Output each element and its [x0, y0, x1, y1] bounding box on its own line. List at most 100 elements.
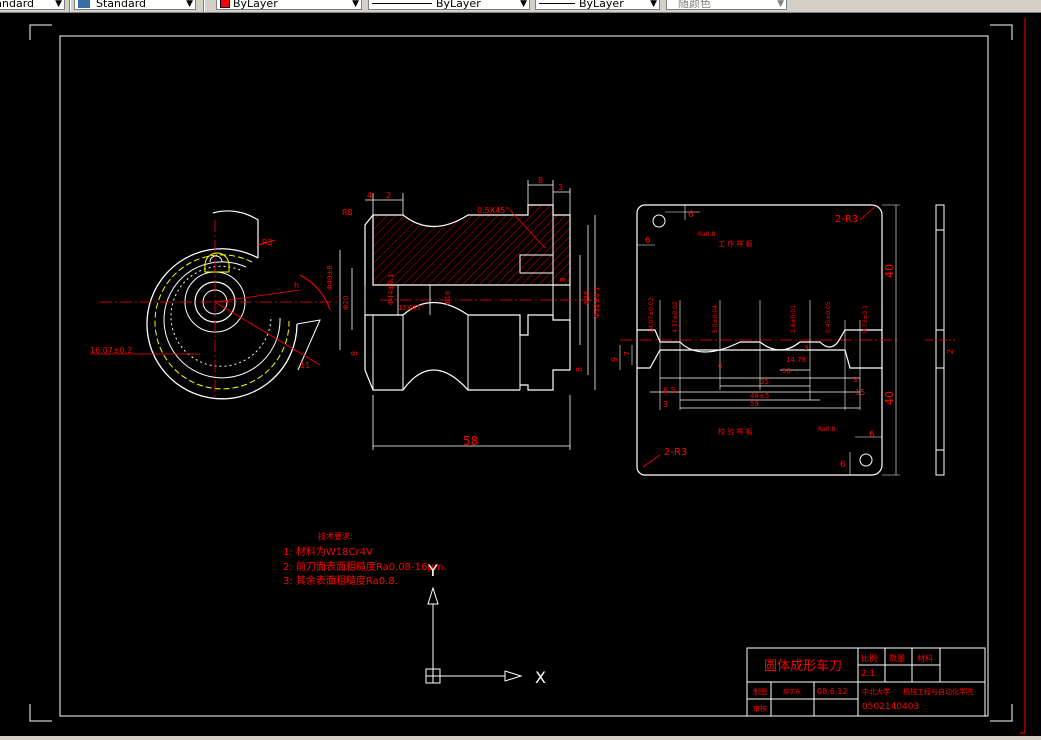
template-dim-6e: 6: [718, 362, 723, 370]
cad-drawing: 16.07±0.2 R3 11 h: [0, 13, 1041, 740]
textstyle-dropdown[interactable]: Standard ▼: [0, 0, 65, 10]
lineweight-preview-icon: [539, 3, 575, 4]
lineweight-dropdown-value: ByLayer: [579, 0, 624, 10]
sheet-frame: [29, 18, 1026, 734]
ucs-icon: [425, 586, 523, 684]
properties-toolbar: Standard ▼ Standard ▼ ByLayer ▼ ByLayer ▼ By…: [0, 0, 1041, 13]
template-check-label: 校 验 样 板: [718, 427, 753, 436]
template-dim-6b: 6: [645, 236, 651, 246]
linetype-dropdown[interactable]: ByLayer ▼: [368, 0, 530, 10]
plotstyle-dropdown[interactable]: 随颜色 ▼: [666, 0, 787, 10]
front-view-phi32: Φ32±0.1: [593, 287, 601, 318]
template-view: [619, 204, 955, 476]
template-work-label: 工 作 样 板: [718, 239, 753, 248]
front-view-r8: R8: [342, 208, 353, 217]
linetype-dropdown-value: ByLayer: [436, 0, 481, 10]
title-qty-label: 数量: [889, 653, 905, 663]
textstyle-dropdown-value: Standard: [0, 0, 35, 10]
tech-req-title: 技术要求:: [318, 531, 353, 541]
left-view-r3-dim: R3: [262, 238, 273, 247]
template-v3: 5.0±0.04: [712, 305, 719, 333]
title-scale-value: 2:1: [861, 669, 875, 679]
color-dropdown[interactable]: ByLayer ▼: [216, 0, 362, 10]
chevron-down-icon: ▼: [55, 0, 62, 9]
template-r3-top: 2-R3: [835, 214, 858, 225]
template-dim-14-78: 14.78: [786, 356, 806, 364]
left-view-diameter-dim: 16.07±0.2: [90, 346, 132, 355]
model-space-canvas[interactable]: 16.07±0.2 R3 11 h: [0, 13, 1041, 740]
front-view-dim-8: 8: [538, 176, 543, 185]
ucs-x-label: X: [535, 668, 546, 687]
template-dim-48: 48±5: [750, 392, 769, 400]
chevron-down-icon: ▼: [777, 0, 784, 9]
front-view-dim-lb: 8: [350, 351, 359, 356]
front-view-dim-rb: 8: [575, 367, 584, 372]
template-side-dim-2: 2: [946, 349, 955, 354]
linetype-preview-icon: [372, 3, 432, 4]
template-dim-40b: 40: [883, 391, 896, 405]
template-dim-35: 35: [760, 378, 769, 386]
template-dim-3b: 3: [804, 344, 808, 352]
chevron-down-icon: ▼: [352, 0, 359, 9]
title-drawing-no: 0502140403: [862, 702, 919, 712]
front-view-dim-2: 2: [386, 191, 391, 200]
chevron-down-icon: ▼: [186, 0, 193, 9]
left-view: [90, 210, 340, 400]
title-part-name: 圆体成形车刀: [764, 658, 842, 674]
front-view-phi40: Φ40±8: [326, 265, 334, 290]
dimstyle-dropdown[interactable]: Standard ▼: [74, 0, 196, 10]
template-dim-59: 59: [750, 400, 759, 408]
template-ra-top: Ra0.8: [698, 231, 715, 238]
title-check-label: 审核: [753, 704, 767, 713]
ucs-y-label: Y: [427, 561, 438, 580]
status-bar: [0, 736, 1041, 740]
title-date: 08.6.12: [817, 687, 848, 696]
template-dim-6a: 6: [688, 210, 694, 220]
toolbar-separator: [69, 0, 71, 12]
front-view-dim-8b: 8: [559, 278, 567, 282]
template-v1: 14.07±0.02: [648, 297, 655, 333]
template-v6: 0.73±0.1: [862, 305, 869, 333]
title-dept: 机械工程与自动化学院: [903, 687, 973, 696]
template-dim-6c: 6: [869, 430, 875, 440]
template-v4: 2.8±0.01: [790, 305, 797, 333]
template-dim-40a: 40: [883, 264, 896, 278]
title-school: 中北大学: [862, 687, 890, 696]
title-drawn-label: 制图: [753, 687, 767, 696]
front-view-chamfer-15: 15X45°: [398, 304, 424, 312]
front-view-phi36: Φ36: [583, 290, 591, 305]
template-dim-3c: 3: [853, 376, 857, 384]
template-dim-58: 58: [782, 367, 791, 375]
title-block: [746, 647, 986, 717]
template-ra-bottom: Ra0.8: [818, 426, 835, 433]
front-view-phi44: Φ44±0.1: [387, 274, 395, 305]
front-view: [339, 180, 600, 450]
chevron-down-icon: ▼: [520, 0, 527, 9]
color-swatch-icon: [220, 0, 230, 8]
left-view-small-dim: 11: [300, 361, 310, 370]
color-dropdown-value: ByLayer: [233, 0, 278, 10]
template-dim-3a: 3: [663, 400, 668, 409]
technical-requirements: 技术要求: 1: 材料为W18Cr4V 2: 前刀面表面粗糙度Ra0.08-16…: [283, 531, 447, 587]
toolbar-separator: [203, 0, 205, 12]
tech-req-line1: 1: 材料为W18Cr4V: [283, 545, 373, 558]
template-dim-15: 15: [855, 388, 865, 397]
template-dim-7: 7: [623, 351, 632, 356]
template-v2: 4.37±0.02: [672, 301, 679, 333]
plotstyle-dropdown-value: 随颜色: [678, 0, 711, 10]
template-dim-6d: 6: [840, 460, 846, 470]
dimstyle-dropdown-value: Standard: [96, 0, 147, 10]
front-view-dim-3: 3: [558, 183, 563, 192]
front-view-phi16: Φ16: [444, 290, 452, 305]
title-drawn-name: 郝学东: [783, 688, 801, 696]
tech-req-line3: 3: 其余表面粗糙度Ra0.8.: [283, 574, 398, 587]
title-scale-label: 比例: [861, 653, 877, 663]
template-dim-6-5: 6.5: [663, 386, 676, 395]
tech-req-line2: 2: 前刀面表面粗糙度Ra0.08-16μm.: [283, 560, 447, 573]
dimstyle-icon: [78, 0, 90, 8]
lineweight-dropdown[interactable]: ByLayer▼: [535, 0, 660, 10]
template-dim-9: 9: [610, 357, 619, 362]
front-view-dim-58: 58: [463, 434, 478, 448]
template-r3-bottom: 2-R3: [664, 447, 687, 458]
front-view-phi20: Φ20: [342, 296, 350, 310]
